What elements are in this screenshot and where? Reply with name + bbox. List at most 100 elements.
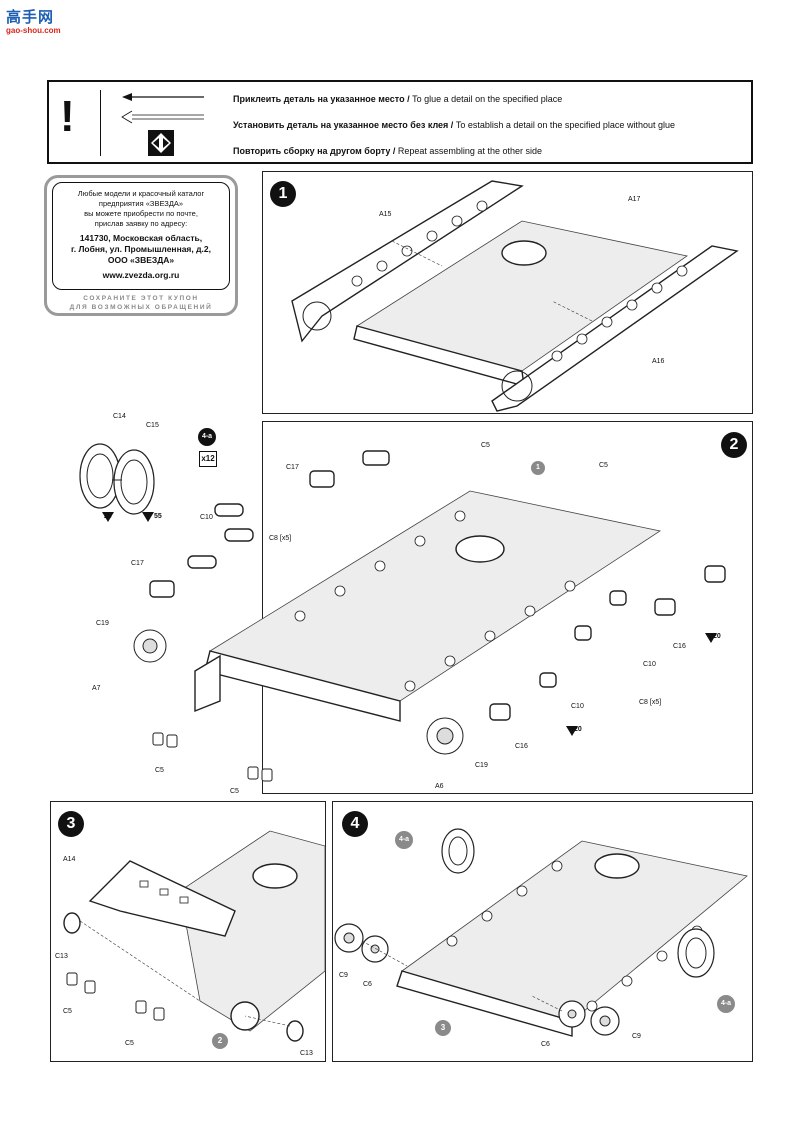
legend-box [47,80,753,164]
part-label: C13 [300,1050,313,1057]
part-label: C5 [155,767,164,774]
step-4-drawing [334,828,748,1037]
part-label: C5 [481,442,490,449]
wheel-4a [441,828,475,874]
part-C17 [309,470,335,488]
star-badge-icon [142,512,154,522]
subassembly-badge: 4-a [717,995,735,1013]
step-4-number: 4 [342,811,368,837]
part-label: A7 [92,685,101,692]
part-label: C13 [55,953,68,960]
part-label: C16 [673,643,686,650]
part-A14 [88,860,236,937]
part-label: C5 [125,1040,134,1047]
part-label: C14 [113,413,126,420]
subassembly-wheels [79,443,155,522]
step-3-number: 3 [58,811,84,837]
part-C10 [214,503,244,517]
part-label: C19 [475,762,488,769]
repeat-other-side-icon [148,130,174,156]
part-C10 [224,528,254,542]
star-count: 55 [154,513,162,520]
exclamation-icon: ! [60,92,75,141]
step-ref-badge: 1 [531,461,545,475]
part-label: C17 [286,464,299,471]
star-badge-icon [102,512,114,522]
glue-arrow-icon [122,93,204,101]
part-C17 [149,580,175,598]
part-label: A16 [652,358,665,365]
part-C10 [187,555,217,569]
part-C10 [539,672,557,688]
step-1-number: 1 [270,181,296,207]
wheel-4a [677,928,715,978]
legend-row-glue: Приклеить деталь на указанное место / To… [233,94,563,104]
watermark-brand: 高手网 [6,8,55,26]
side-plate-A15 [291,180,524,343]
part-C16 [489,703,511,721]
part-C13 [63,912,81,934]
part-label: A14 [63,856,76,863]
part-label: C9 [632,1033,641,1040]
part-label: C19 [96,620,109,627]
part-label: C5 [230,788,239,795]
legend-divider [100,90,101,156]
part-C10 [609,590,627,606]
coupon-address: г. Лобня, ул. Промышленная, д.2, [71,244,211,254]
part-label: A6 [435,783,444,790]
sprocket-C19 [133,629,167,663]
legend-row-repeat: Повторить сборку на другом борту / Repea… [233,146,542,156]
legend-symbols [121,93,204,156]
subassembly-multiplier: x12 [199,451,217,467]
part-C17 [362,450,390,466]
step-ref-badge: 2 [212,1033,228,1049]
sprocket-C19 [426,717,464,755]
coupon-line: предприятия «ЗВЕЗДА» [98,199,184,208]
part-label: C8 [x5] [639,699,662,706]
part-label: A17 [628,196,641,203]
part-label: A15 [379,211,392,218]
part-label: C10 [571,703,584,710]
step-2-drawing [133,450,726,782]
coupon-line: прислав заявку по адресу: [94,219,188,228]
coupon-frame [44,175,238,316]
step-1-drawing [291,180,739,412]
part-C13 [286,1020,304,1042]
step-ref-badge: 3 [435,1020,451,1036]
star-count: 20 [104,513,112,520]
part-C16 [704,565,726,583]
side-plate-A16 [491,245,739,412]
coupon-website: www.zvezda.org.ru [102,270,180,280]
wheel-C15 [113,449,155,515]
part-label: C6 [363,981,372,988]
part-label: C9 [339,972,348,979]
part-label: C5 [599,462,608,469]
step-3-drawing [63,830,326,1042]
star-count: 20 [574,726,582,733]
coupon-save-note: ДЛЯ ВОЗМОЖНЫХ ОБРАЩЕНИЙ [69,304,213,311]
no-glue-arrow-icon [121,110,204,124]
coupon-line: Любые модели и красочный каталог [77,189,205,198]
part-label: C10 [643,661,656,668]
star-badge-icon [566,726,578,736]
part-label: C6 [541,1041,550,1048]
watermark-logo: 高手网 gao-shou.com [6,6,72,40]
part-label: C10 [200,514,213,521]
watermark-url: gao-shou.com [6,26,61,35]
legend-row-no-glue: Установить деталь на указанное место без… [233,120,675,130]
coupon-save-note: СОХРАНИТЕ ЭТОТ КУПОН [83,295,199,302]
coupon-address: 141730, Московская область, [79,233,203,243]
part-C16 [654,598,676,616]
step-2-number: 2 [721,432,747,458]
subassembly-badge: 4-a [198,428,216,446]
part-label: C5 [63,1008,72,1015]
coupon-address: ООО «ЗВЕЗДА» [107,255,175,265]
coupon-card: Любые модели и красочный каталог предпри… [52,182,230,290]
subassembly-badge: 4-a [395,831,413,849]
part-label: C16 [515,743,528,750]
part-label: C15 [146,422,159,429]
star-count: 20 [713,633,721,640]
star-badge-icon [705,633,717,643]
part-C10 [574,625,592,641]
coupon-line: вы можете приобрести по почте, [84,209,198,218]
